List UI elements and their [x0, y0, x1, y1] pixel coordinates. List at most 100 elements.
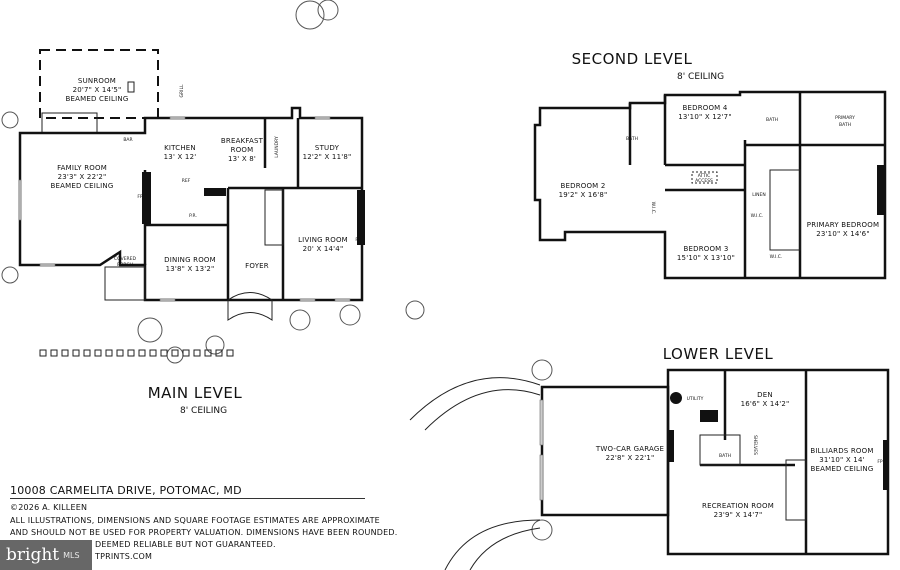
driveway-curve	[409, 377, 541, 421]
breakfast-room-dims: 13' X 8'	[228, 155, 256, 163]
lower-level-labels: LOWER LEVEL TWO-CAR GARAGE 22'8" X 22'1"…	[595, 345, 883, 519]
recreation-room-label: RECREATION ROOM	[702, 502, 774, 510]
fp-family-label: FP	[137, 194, 143, 200]
landscape-trees	[1, 0, 553, 541]
stepping-stone	[61, 349, 69, 357]
study-dims: 12'2" X 11'8"	[303, 153, 352, 161]
fireplace-living	[357, 190, 365, 245]
breakfast-room-label-2: ROOM	[231, 146, 254, 154]
stepping-stone	[160, 349, 168, 357]
sunroom-dims: 20'7" X 14'5"	[73, 86, 122, 94]
stepping-stone	[94, 349, 102, 357]
second-level-ceiling: 8' CEILING	[677, 72, 724, 82]
shelves-label: SHELVES	[752, 435, 758, 455]
lower-staircase	[785, 459, 807, 521]
family-room-label: FAMILY ROOM	[57, 164, 107, 172]
garage-dims: 22'8" X 22'1"	[606, 454, 655, 462]
sunroom-outline	[39, 49, 159, 119]
attic-access-label: ATTIC	[698, 173, 711, 179]
covered-porch-label: COVERED	[114, 256, 136, 262]
website: TPRINTS.COM	[95, 552, 153, 561]
linen-label: LINEN	[752, 192, 765, 198]
stepping-stone	[116, 349, 124, 357]
garage-label: TWO-CAR GARAGE	[595, 445, 664, 453]
stepping-stone	[138, 349, 146, 357]
stepping-stones	[39, 349, 234, 357]
living-room-label: LIVING ROOM	[298, 236, 348, 244]
stepping-stone	[72, 349, 80, 357]
bedroom-3-label: BEDROOM 3	[683, 245, 728, 253]
sunroom-label: SUNROOM	[78, 77, 116, 85]
driveway-curve	[444, 519, 541, 570]
main-staircase	[264, 189, 284, 246]
foyer-label: FOYER	[245, 262, 269, 270]
front-stoop	[227, 292, 273, 321]
primary-bedroom-dims: 23'10" X 14'6"	[816, 230, 870, 238]
stepping-stone	[127, 349, 135, 357]
stepping-stone	[39, 349, 47, 357]
second-level-labels: SECOND LEVEL 8' CEILING BEDROOM 2 19'2" …	[559, 50, 879, 262]
main-level-ceiling: 8' CEILING	[180, 406, 227, 416]
recreation-room-dims: 23'9" X 14'7"	[714, 511, 763, 519]
second-staircase	[769, 169, 801, 251]
primary-bath-label-2: BATH	[839, 122, 851, 128]
kitchen-dims: 13' X 12'	[164, 153, 197, 161]
stepping-stone	[83, 349, 91, 357]
main-level-labels: SUNROOM 20'7" X 14'5" BEAMED CEILING FAM…	[51, 77, 361, 416]
second-level-title: SECOND LEVEL	[572, 50, 693, 68]
living-room-dims: 20' X 14'4"	[303, 245, 344, 253]
wic-3-label: W.I.C.	[770, 254, 783, 260]
disclaimer-line-2: AND SHOULD NOT BE USED FOR PROPERTY VALU…	[10, 528, 398, 537]
den-label: DEN	[757, 391, 773, 399]
porch-steps	[104, 266, 146, 301]
copyright: ©2026 A. KILLEEN	[10, 503, 88, 512]
billiards-room-dims: 31'10" X 14'	[819, 456, 864, 464]
billiards-room-label: BILLIARDS ROOM	[810, 447, 873, 455]
laundry-label: LAUNDRY	[274, 136, 280, 158]
bedroom-4-dims: 13'10" X 12'7"	[678, 113, 732, 121]
grill-label: GRILL	[179, 84, 185, 97]
primary-bedroom-label: PRIMARY BEDROOM	[807, 221, 879, 229]
dining-room-label: DINING ROOM	[164, 256, 216, 264]
billiards-room-note: BEAMED CEILING	[811, 465, 874, 473]
study-label: STUDY	[315, 144, 340, 152]
driveway-curve	[424, 389, 541, 431]
stepping-stone	[50, 349, 58, 357]
ref-label: REF	[182, 178, 191, 184]
powder-room-label: P.R.	[189, 213, 197, 219]
stepping-stone	[226, 349, 234, 357]
breakfast-room-label: BREAKFAST	[221, 137, 264, 145]
den-dims: 16'6" X 14'2"	[741, 400, 790, 408]
family-room-dims: 23'3" X 22'2"	[58, 173, 107, 181]
bath-2-label: BATH	[766, 117, 778, 123]
bedroom-2-dims: 19'2" X 16'8"	[559, 191, 608, 199]
bath-1-label: BATH	[626, 136, 638, 142]
bedroom-2-label: BEDROOM 2	[560, 182, 605, 190]
bedroom-3-dims: 15'10" X 13'10"	[677, 254, 735, 262]
bar-label: BAR	[123, 137, 132, 143]
primary-bath-label: PRIMARY	[835, 115, 855, 121]
covered-porch-label-2: PORCH	[117, 262, 133, 268]
stepping-stone	[193, 349, 201, 357]
watermark-brand: bright	[6, 545, 60, 565]
utility-label: UTILITY	[687, 396, 704, 402]
driveway-curve	[469, 527, 541, 570]
stepping-stone	[182, 349, 190, 357]
watermark-suffix: MLS	[63, 550, 80, 560]
disclaimer-line-3: DEEMED RELIABLE BUT NOT GUARANTEED.	[95, 540, 276, 549]
main-level-title: MAIN LEVEL	[148, 384, 243, 402]
stepping-stone	[105, 349, 113, 357]
stepping-stone	[215, 349, 223, 357]
bright-mls-watermark: bright MLS	[0, 540, 92, 570]
stepping-stone	[149, 349, 157, 357]
fp-living-label: FP	[355, 237, 361, 243]
lower-level-plan	[539, 368, 890, 556]
lower-fp-label: FP	[877, 459, 883, 465]
dining-room-dims: 13'8" X 13'2"	[166, 265, 215, 273]
lower-level-title: LOWER LEVEL	[663, 345, 774, 363]
disclaimer-line-1: ALL ILLUSTRATIONS, DIMENSIONS AND SQUARE…	[10, 516, 380, 525]
deck-steps	[41, 112, 98, 134]
wic-1-label: W.I.C.	[650, 202, 656, 215]
sunroom-note: BEAMED CEILING	[66, 95, 129, 103]
